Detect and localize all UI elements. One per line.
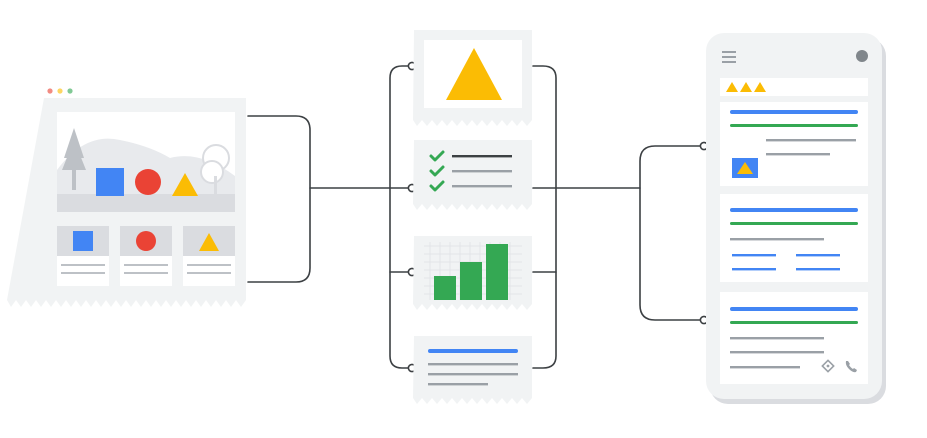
hero-ground xyxy=(57,194,235,212)
ad-url-line xyxy=(730,124,858,127)
sitelink[interactable] xyxy=(796,254,840,257)
hero-yellow-triangle xyxy=(172,173,198,196)
chart-bars xyxy=(434,244,508,300)
window-dot-red xyxy=(47,88,53,94)
text-asset-line xyxy=(428,373,518,376)
connector-phone-bracket xyxy=(639,145,705,321)
check-icon xyxy=(429,165,445,177)
chart-bar xyxy=(460,262,482,300)
source-web-page xyxy=(7,88,246,307)
star-icon xyxy=(726,82,738,92)
thumbnail-card-3 xyxy=(183,226,235,286)
ad-text-line xyxy=(730,238,824,241)
star-icon xyxy=(740,82,752,92)
connector-center-bracket xyxy=(389,65,413,369)
ad-url-line xyxy=(730,222,858,225)
ad-text-line xyxy=(730,366,800,369)
text-asset-line xyxy=(428,383,488,386)
check-icon xyxy=(429,180,445,192)
ad-text-line xyxy=(730,337,824,340)
ad-headline xyxy=(730,208,858,212)
sitelink[interactable] xyxy=(732,254,776,257)
ad-result-card-2[interactable] xyxy=(720,194,868,282)
bush-icon xyxy=(200,144,230,194)
window-dot-green xyxy=(67,88,73,94)
phone-icon[interactable] xyxy=(845,361,857,373)
checklist-line xyxy=(452,185,512,188)
ad-text-line xyxy=(766,153,830,156)
check-icon xyxy=(429,150,445,162)
ad-headline xyxy=(730,110,858,114)
thumb-text-line xyxy=(61,272,105,274)
hero-blue-square xyxy=(96,168,124,196)
asset-card-image xyxy=(413,30,532,126)
thumb-text-line xyxy=(124,272,168,274)
star-icon xyxy=(754,82,766,92)
thumb-yellow-triangle xyxy=(199,233,219,251)
sitelink[interactable] xyxy=(732,268,776,271)
ad-text-line xyxy=(766,139,856,142)
directions-icon[interactable] xyxy=(821,359,835,373)
thumb-red-circle xyxy=(136,231,156,251)
connector-left-bracket xyxy=(247,115,311,283)
checklist-line xyxy=(452,155,512,158)
thumb-text-line xyxy=(187,264,231,266)
ad-result-card-3[interactable] xyxy=(720,292,868,384)
chart-bar xyxy=(434,276,456,300)
hero-red-circle xyxy=(135,169,161,195)
window-dot-yellow xyxy=(57,88,63,94)
ad-text-line xyxy=(730,351,824,354)
thumb-blue-square xyxy=(73,231,93,251)
thumb-text-line xyxy=(187,272,231,274)
tree-icon xyxy=(62,128,86,190)
asset-card-text xyxy=(413,336,532,404)
text-asset-line xyxy=(428,363,518,366)
chart-bar xyxy=(486,244,508,300)
thumb-text-line xyxy=(124,264,168,266)
connector-lines xyxy=(247,65,705,369)
profile-avatar[interactable] xyxy=(856,50,868,62)
thumb-text-line xyxy=(61,264,105,266)
thumbnail-card-1 xyxy=(57,226,109,286)
image-asset-triangle xyxy=(446,48,502,100)
connector-right-bracket xyxy=(532,65,557,369)
text-asset-headline xyxy=(428,349,518,353)
rating-strip xyxy=(720,78,868,96)
checklist-line xyxy=(452,170,512,173)
ad-headline xyxy=(730,307,858,311)
sitelink[interactable] xyxy=(796,268,840,271)
thumbnail-card-2 xyxy=(120,226,172,286)
menu-icon[interactable] xyxy=(722,51,736,63)
ad-image-triangle xyxy=(737,162,753,174)
ad-url-line xyxy=(730,321,858,324)
asset-card-chart xyxy=(413,236,532,310)
ad-result-card-1[interactable] xyxy=(720,102,868,186)
asset-card-checklist xyxy=(413,140,532,210)
phone-mockup xyxy=(706,33,886,404)
